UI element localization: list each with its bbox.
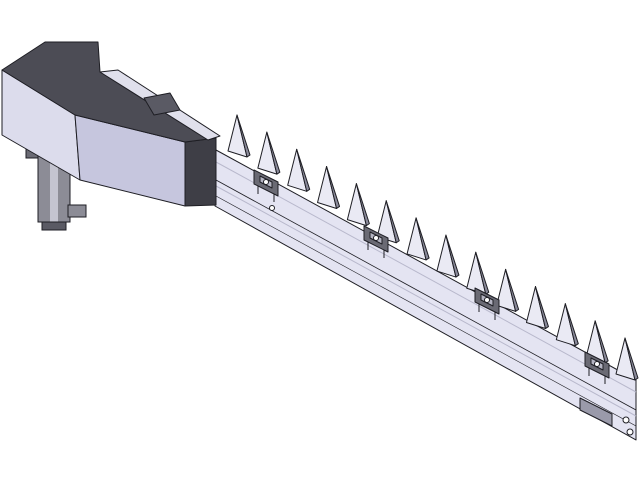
bar-rail-line [215,161,637,393]
tooth-edge [296,148,311,192]
tooth [317,165,341,209]
tooth [555,303,579,347]
knife-clip [584,351,610,384]
tooth [615,337,639,381]
housing-side-face [184,137,217,207]
tooth-edge [355,183,370,227]
bolt-hole-icon [626,428,634,436]
bolt-icon [263,179,269,185]
tooth-edge [475,251,490,295]
fitting [41,221,67,231]
tooth [406,217,430,261]
tooth [466,251,490,295]
bar-end-plate [579,397,613,427]
tooth-edge [445,234,460,278]
bar-rail-line [215,179,637,411]
tooth [346,183,370,227]
bolt-icon [373,235,379,241]
gear-housing [1,41,221,231]
fitting [67,204,87,218]
bolt-hole-icon [622,416,630,424]
tooth-edge [594,320,609,364]
teeth-row [227,114,639,381]
bolt-hole-icon [269,205,275,211]
tooth-edge [236,114,251,158]
tooth-edge [385,200,400,244]
knife-clip [253,169,279,202]
bar-rail-line [215,185,637,417]
tooth-edge [564,303,579,347]
tooth [257,131,281,175]
tooth [227,114,251,158]
cylinder-highlight [50,150,58,222]
rail-clip [143,92,181,116]
tooth [436,234,460,278]
knife-clip [363,225,389,258]
bolt-icon [594,361,600,367]
tooth [287,148,311,192]
tooth [496,268,520,312]
tooth-edge [624,337,639,381]
bar-rail-line [215,195,637,427]
tooth [585,320,609,364]
tooth [525,286,549,330]
tooth-edge [505,268,520,312]
tooth-edge [266,131,281,175]
bolt-icon [484,297,490,303]
tooth-edge [415,217,430,261]
clips-row [253,169,610,384]
knife-clip [474,287,500,320]
tooth-edge [326,165,341,209]
tooth-edge [534,286,549,330]
